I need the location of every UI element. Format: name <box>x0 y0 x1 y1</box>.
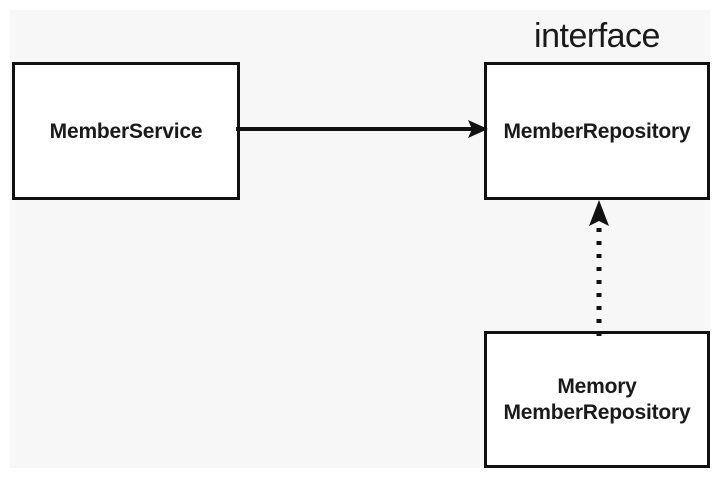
implements-arrow-memory-to-repository <box>589 200 609 336</box>
class-box-member-service-label: MemberService <box>49 119 203 143</box>
dependency-arrow-head <box>468 120 488 138</box>
class-box-member-repository-label: MemberRepository <box>503 119 691 143</box>
implements-arrow-head <box>589 200 609 226</box>
class-box-member-service[interactable]: MemberService <box>12 62 240 200</box>
dependency-arrow-service-to-repository <box>236 120 488 138</box>
class-box-memory-member-repository[interactable]: Memory MemberRepository <box>484 331 710 468</box>
class-box-memory-member-repository-label-line1: Memory <box>557 374 637 398</box>
class-box-memory-member-repository-label-line2: MemberRepository <box>503 400 691 424</box>
class-box-member-repository[interactable]: MemberRepository <box>484 62 710 200</box>
interface-stereotype-label: interface <box>534 17 660 55</box>
